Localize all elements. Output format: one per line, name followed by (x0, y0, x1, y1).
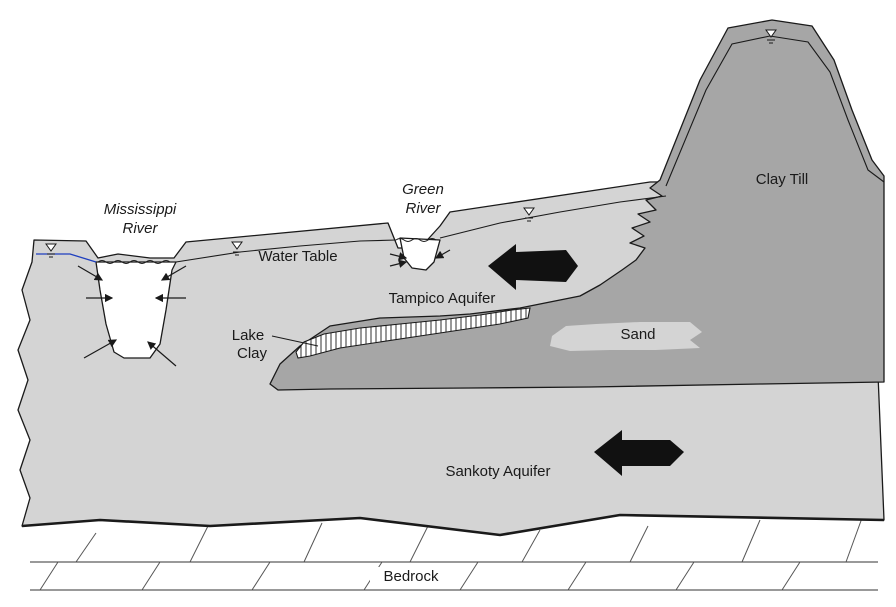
label-mississippi-2: River (122, 220, 158, 237)
label-clay-till: Clay Till (756, 171, 809, 188)
label-water-table: Water Table (258, 248, 337, 265)
green-water-surface (395, 238, 437, 242)
mississippi-river-channel (95, 261, 177, 359)
bedrock (30, 517, 878, 591)
bedrock-contact (21, 513, 885, 537)
water-table-line (175, 239, 397, 263)
label-green-2: River (405, 200, 441, 217)
clay-till (269, 19, 885, 391)
label-lake-clay-1: Lake (232, 327, 265, 344)
mississippi-water-surface (97, 260, 171, 264)
label-lake-clay-2: Clay (237, 345, 268, 362)
label-mississippi-1: Mississippi (104, 201, 177, 218)
sand-lens (550, 322, 702, 351)
water-table-triangle-icon (523, 207, 535, 222)
label-bedrock: Bedrock (383, 568, 439, 585)
seepage-arrows (77, 249, 451, 367)
label-tampico-aquifer: Tampico Aquifer (389, 290, 496, 307)
flow-arrow-icon (488, 244, 578, 290)
lake-clay-lens (295, 307, 531, 359)
lake-clay-leader (271, 335, 319, 347)
clay-till-surface-line (665, 35, 885, 187)
label-green-1: Green (402, 181, 444, 198)
label-sand: Sand (620, 326, 655, 343)
flow-arrow-icon (594, 430, 684, 476)
water-table-line-east (439, 195, 667, 239)
water-table-triangle-icon (231, 241, 243, 256)
water-table-triangle-icon (45, 243, 57, 258)
water-table-triangle-icon (765, 29, 777, 44)
label-sankoty-aquifer: Sankoty Aquifer (445, 463, 550, 480)
